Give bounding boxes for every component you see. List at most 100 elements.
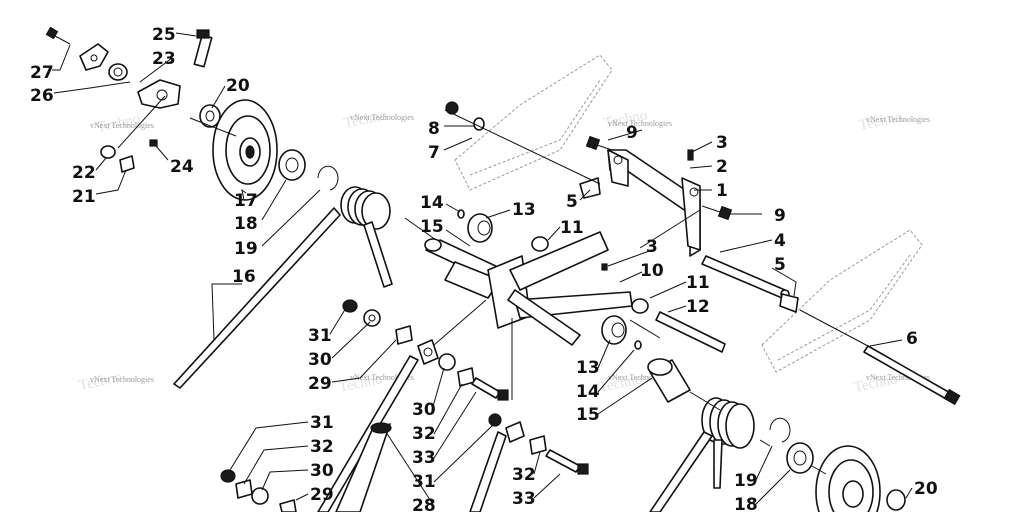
grease-fitting-3a — [687, 149, 694, 161]
cap-13a — [467, 213, 493, 243]
callout-19: 19 — [234, 239, 258, 259]
bushing-11b — [631, 298, 649, 314]
callout-31: 31 — [412, 472, 436, 492]
callout-labels: 25 27 23 26 20 22 24 21 17 18 19 16 8 7 … — [30, 25, 938, 516]
spacer-32c — [529, 435, 547, 455]
rail-ghost-lower — [761, 229, 923, 373]
grease-fitting-3b — [601, 263, 608, 271]
bushing-21 — [119, 155, 135, 173]
callout-13: 13 — [512, 200, 536, 220]
callout-29: 29 — [310, 485, 334, 505]
callout-32: 32 — [310, 437, 334, 457]
callout-32: 32 — [512, 465, 536, 485]
svg-text:vNext Technologies: vNext Technologies — [866, 373, 930, 382]
bolt-9b — [701, 205, 733, 221]
front-arm-10 — [487, 231, 633, 346]
callout-5: 5 — [566, 192, 578, 212]
callout-27: 27 — [30, 63, 54, 83]
callout-30: 30 — [412, 400, 436, 420]
cross-shaft-15 — [424, 238, 501, 299]
bolt-33a — [471, 377, 509, 401]
svg-text:vNext Technologies: vNext Technologies — [90, 375, 154, 384]
leader-lines — [52, 32, 913, 507]
callout-32: 32 — [412, 424, 436, 444]
idler-wheel-right — [815, 445, 881, 517]
bolt-6 — [863, 345, 961, 406]
callout-1: 1 — [716, 181, 728, 201]
svg-text:vNext Technologies: vNext Technologies — [90, 121, 154, 130]
nut-31b — [220, 469, 236, 483]
bracket-26 — [79, 43, 109, 71]
svg-text:vNext Technologies: vNext Technologies — [608, 119, 672, 128]
callout-10: 10 — [640, 261, 664, 281]
axis-lines — [117, 95, 869, 475]
spacer-32b — [235, 479, 253, 499]
spacer-29b — [279, 499, 297, 513]
link-arm — [469, 431, 507, 513]
washer-30b — [438, 353, 456, 371]
callout-14: 14 — [420, 193, 444, 213]
callout-2: 2 — [716, 157, 728, 177]
washer-30c — [251, 487, 269, 505]
snap-ring-19a — [317, 165, 339, 191]
nut-31c — [488, 413, 502, 427]
callout-33: 33 — [412, 448, 436, 468]
nut-24 — [149, 139, 158, 147]
watermark-5: Techno vNext Technologies — [78, 369, 154, 394]
callout-14: 14 — [576, 382, 600, 402]
idler-wheel-17 — [212, 99, 278, 201]
callout-15: 15 — [576, 405, 600, 425]
svg-text:vNext Technologies: vNext Technologies — [350, 113, 414, 122]
bushing-11a — [531, 236, 549, 252]
spacer-20a — [199, 104, 221, 128]
callout-15: 15 — [420, 217, 444, 237]
callout-24: 24 — [170, 157, 194, 177]
torsion-spring-16 — [173, 186, 393, 389]
bolt-9a — [585, 135, 613, 151]
callout-11: 11 — [560, 218, 584, 238]
spacer-29a — [395, 325, 413, 345]
callout-26: 26 — [30, 86, 54, 106]
callout-13: 13 — [576, 358, 600, 378]
svg-text:vNext Technologies: vNext Technologies — [350, 373, 414, 382]
callout-16: 16 — [232, 267, 256, 287]
svg-text:vNext Technologies: vNext Technologies — [866, 115, 930, 124]
callout-33: 33 — [512, 489, 536, 509]
callout-20: 20 — [914, 479, 938, 499]
callout-5: 5 — [774, 255, 786, 275]
callout-7: 7 — [428, 143, 440, 163]
idler-arm-26 — [137, 79, 181, 109]
torsion-spring-right — [649, 397, 755, 513]
callout-30: 30 — [308, 350, 332, 370]
callout-29: 29 — [308, 374, 332, 394]
bolt-25 — [193, 29, 213, 68]
bushing-5a — [579, 177, 601, 199]
callout-25: 25 — [152, 25, 176, 45]
watermark-4: Techno vNext Technologies — [858, 109, 930, 134]
callout-9: 9 — [774, 206, 786, 226]
callout-22: 22 — [72, 163, 96, 183]
shock-eye — [417, 339, 439, 365]
callout-28: 28 — [412, 496, 436, 512]
callout-3: 3 — [716, 133, 728, 153]
callout-3: 3 — [646, 237, 658, 257]
snap-ring-19b — [769, 417, 791, 443]
link-bushing — [505, 421, 525, 443]
callout-18: 18 — [734, 495, 758, 512]
callout-19: 19 — [734, 471, 758, 491]
callout-8: 8 — [428, 119, 440, 139]
pin-12 — [655, 311, 726, 353]
callout-21: 21 — [72, 187, 96, 207]
cap-13b — [601, 315, 627, 345]
callout-12: 12 — [686, 297, 710, 317]
bushing-23 — [108, 63, 128, 81]
bracket-1 — [607, 149, 701, 257]
callout-11: 11 — [686, 273, 710, 293]
callout-31: 31 — [310, 413, 334, 433]
spacer-20b — [886, 489, 906, 511]
watermark-1: Techno vNext Technologies — [90, 111, 154, 136]
bearing-18b — [786, 442, 814, 474]
callout-6: 6 — [906, 329, 918, 349]
callout-20: 20 — [226, 76, 250, 96]
